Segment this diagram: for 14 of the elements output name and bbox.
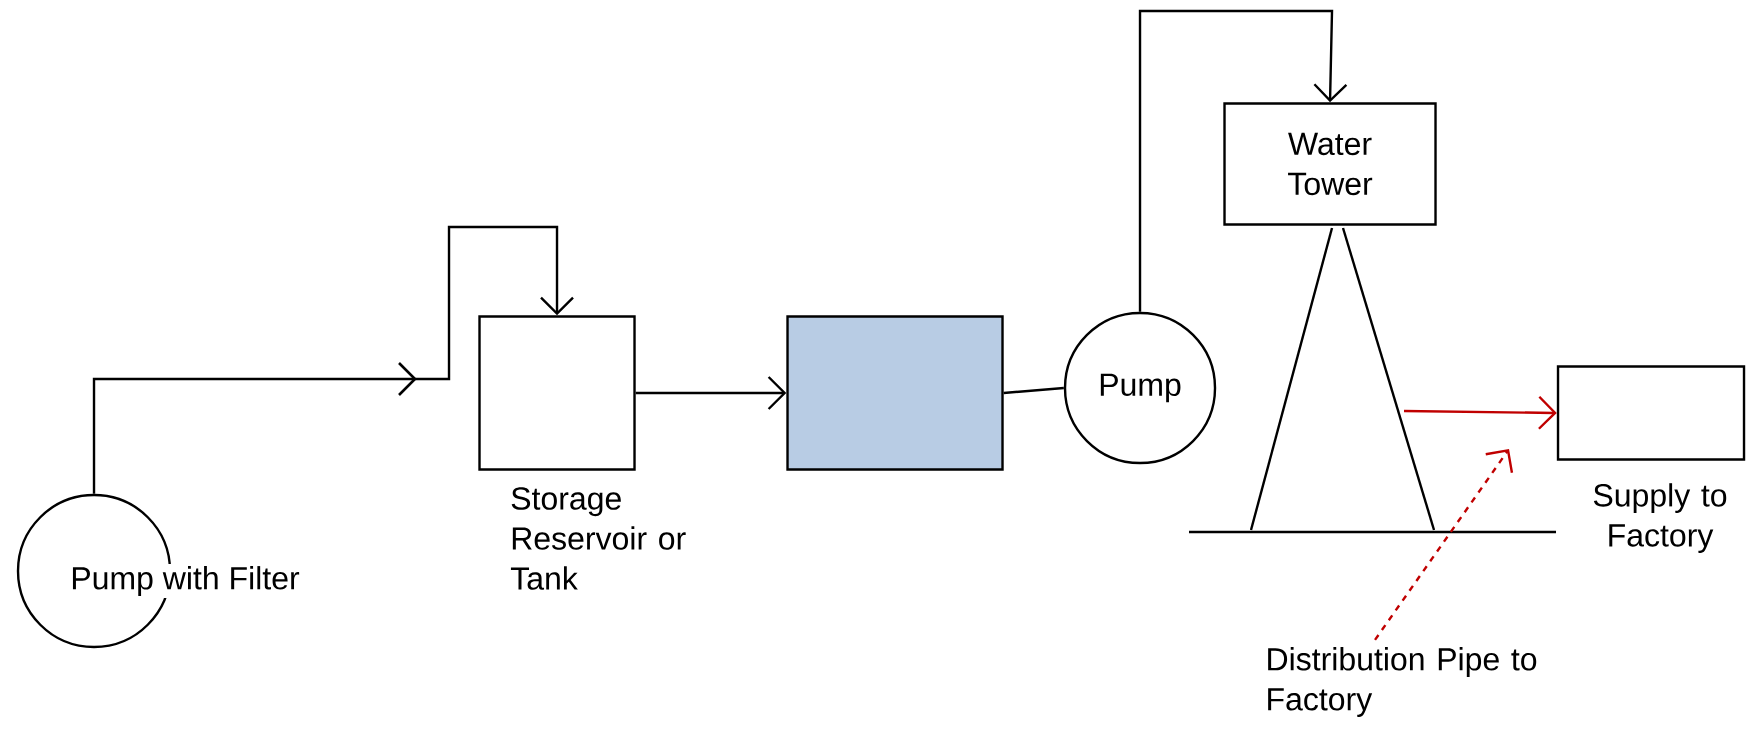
pipe-arrow [635,376,787,410]
callout-text: Distribution Pipe to Factory [1268,647,1537,717]
caption-text: Supply to Factory [1593,483,1727,554]
pipe-arrow [1374,449,1514,641]
process-box [786,315,1004,471]
tank-box [478,315,636,471]
caption-text: Storage Reservoir or Tank [510,487,686,590]
factory-box [1556,365,1746,461]
tower-drawing [1189,227,1556,534]
pipe-arrow [92,225,574,494]
water-tower-box: Water Tower [1223,102,1437,226]
pipe-arrow [1138,9,1348,312]
pipe-arrow [1404,395,1557,430]
pipe-line [1003,386,1064,395]
